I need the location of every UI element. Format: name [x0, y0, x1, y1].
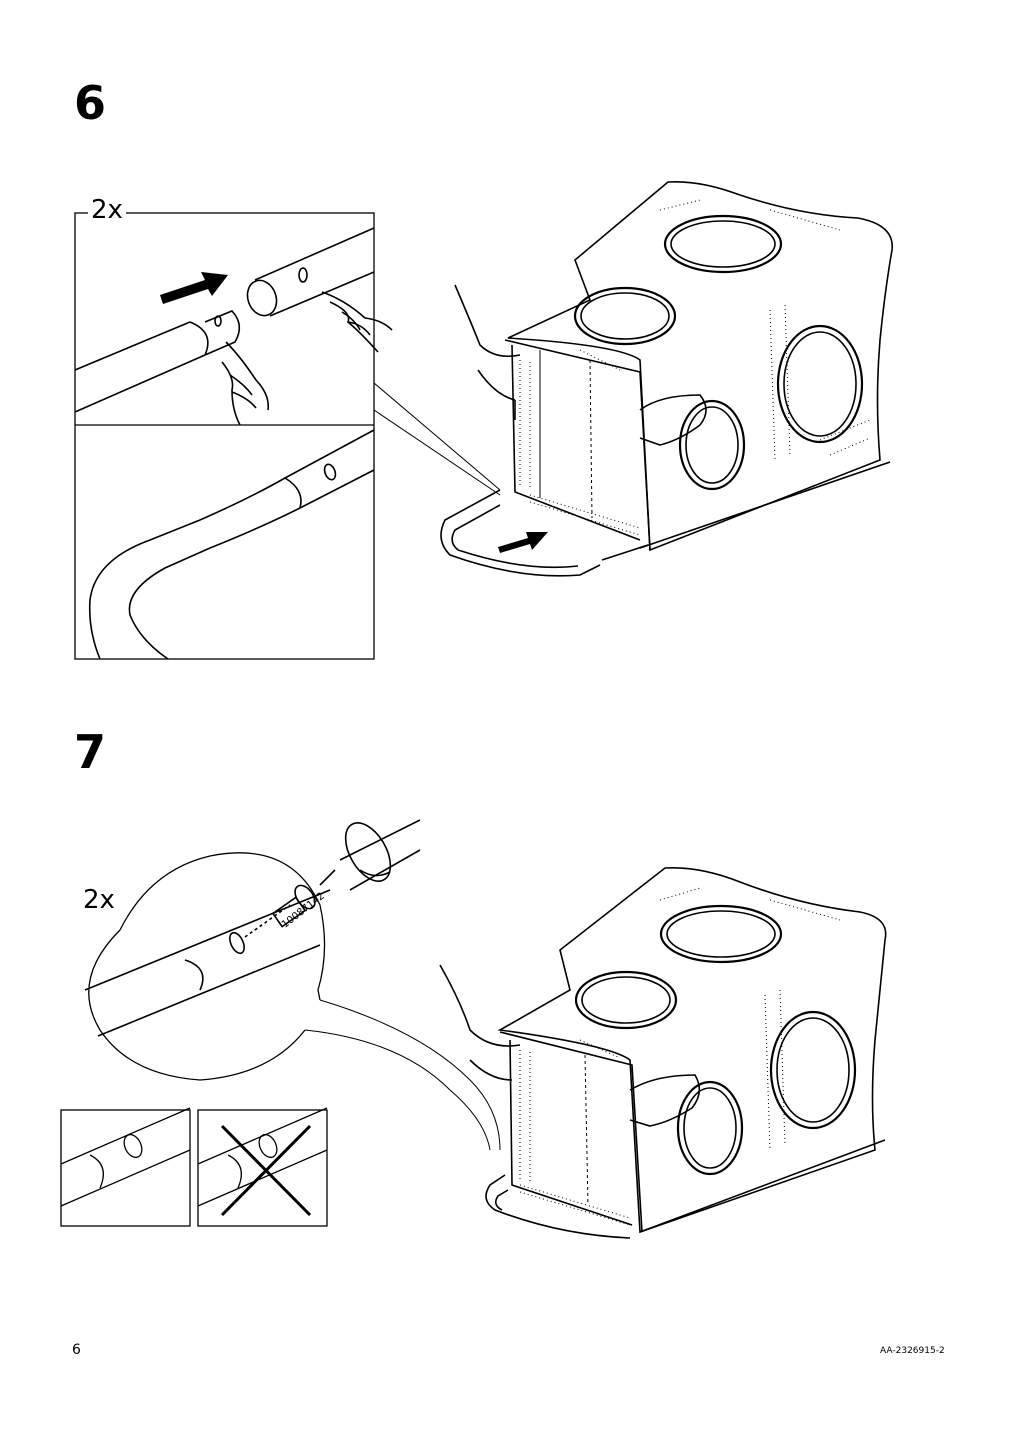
arrow-icon: [160, 272, 228, 304]
step6-detail-box: [74, 212, 375, 660]
step7-cat-house: [439, 866, 887, 1239]
step7-tube-screw: [84, 819, 421, 1037]
document-code: AA-2326915-2: [880, 1346, 945, 1356]
quantity-label: 2x: [83, 885, 115, 915]
arrow-icon: [498, 532, 548, 553]
step6-texture: [519, 199, 871, 536]
quantity-label: 2x: [88, 197, 126, 223]
step7-texture: [519, 887, 841, 1226]
page-number: 6: [72, 1342, 81, 1358]
step7-detail-circle: [88, 852, 326, 1081]
step-number: 6: [74, 76, 107, 130]
incorrect-example: [197, 1107, 328, 1227]
correct-example: [60, 1107, 191, 1227]
step6-cat-house: [440, 180, 893, 577]
step6-tube-detail: [88, 429, 375, 660]
step-number: 7: [74, 725, 107, 779]
step6-tube-insertion: [74, 227, 393, 426]
